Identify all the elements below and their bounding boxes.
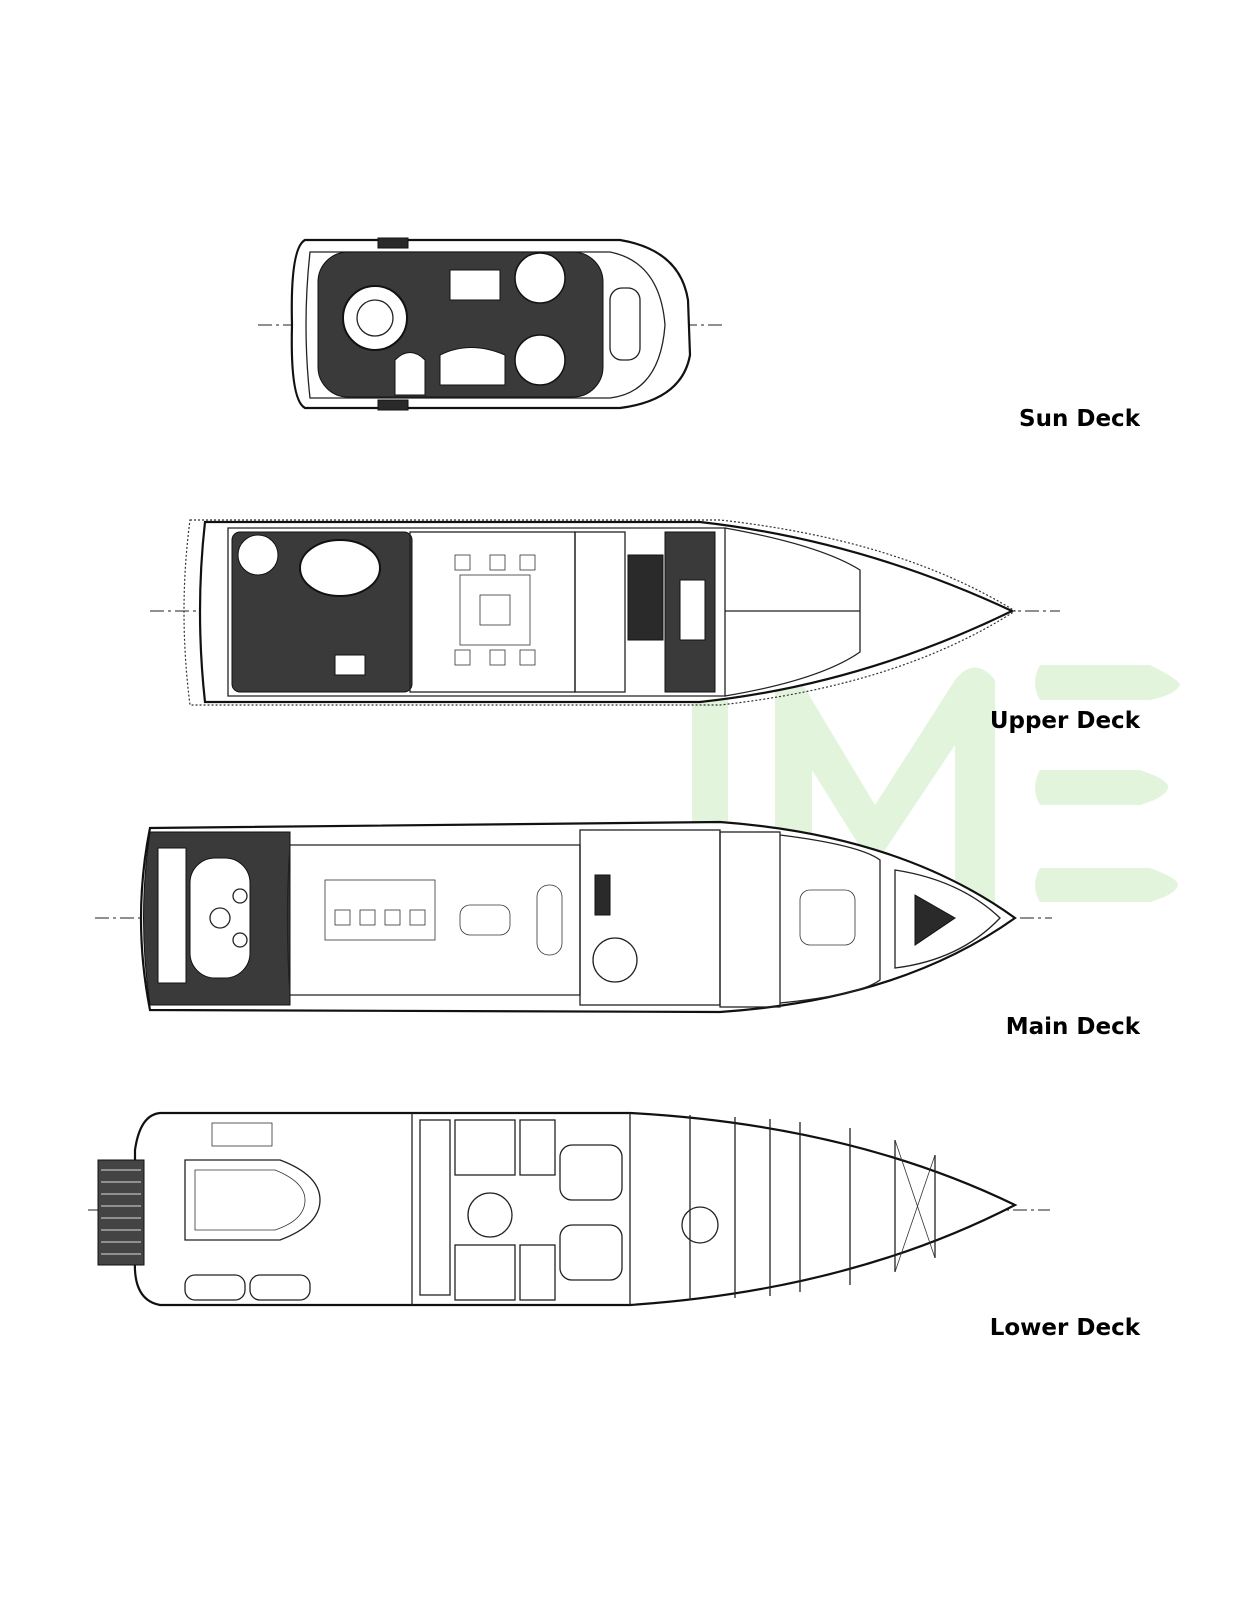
deck-label-lower: Lower Deck <box>990 1315 1141 1341</box>
upper-deck-plan <box>150 519 1060 706</box>
main-deck-plan <box>95 820 1052 1014</box>
deck-label-sun: Sun Deck <box>1019 406 1141 432</box>
deck-label-main: Main Deck <box>1006 1014 1141 1040</box>
lower-deck-plan <box>88 1111 1050 1307</box>
sun-deck-plan <box>258 237 722 411</box>
deck-label-upper: Upper Deck <box>990 708 1141 734</box>
